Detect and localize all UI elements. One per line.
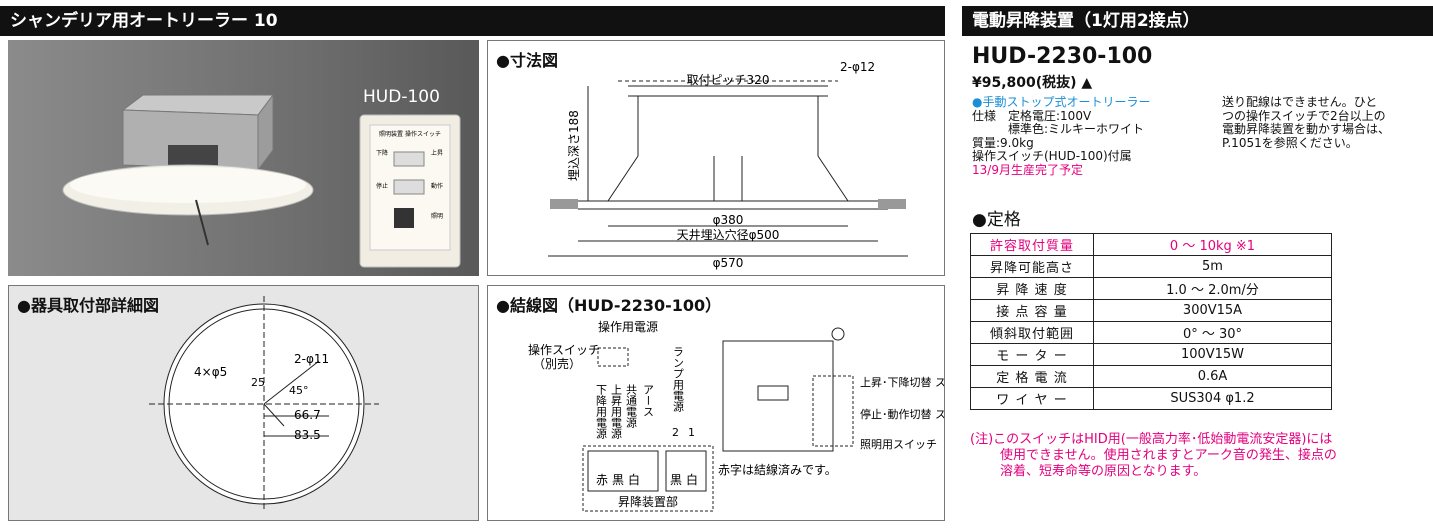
product-model: HUD-2230-100	[972, 44, 1153, 69]
t-black2: 黒	[670, 473, 682, 487]
dim-500: 天井埋込穴径φ500	[677, 227, 780, 242]
spec-line4: 操作スイッチ(HUD-100)付属	[972, 149, 1132, 163]
num-2: 2	[672, 426, 679, 439]
left-header: シャンデリア用オートリーラー 10	[0, 6, 945, 36]
col-earth: アース	[642, 384, 655, 417]
model-label: HUD-100	[363, 87, 440, 107]
product-photo-drawing: 照明装置 操作スイッチ 下降 上昇 停止 動作 照明 HUD-100	[62, 87, 461, 268]
mount-holes4: 4×φ5	[194, 365, 227, 379]
caution-block: (注)このスイッチはHID用(一般高力率･低始動電流安定器)には 使用できません…	[970, 432, 1337, 480]
mount-drawing: 4×φ5 2-φ11 25 45° 66.7 83.5	[149, 296, 379, 511]
t-red: 赤	[596, 473, 608, 487]
ratings-value: SUS304 φ1.2	[1093, 387, 1332, 410]
ratings-key: モ ー タ ー	[970, 343, 1094, 366]
caution-line1: (注)このスイッチはHID用(一般高力率･低始動電流安定器)には	[970, 432, 1333, 447]
num-1: 1	[688, 426, 695, 439]
spec-line3: 質量:9.0kg	[972, 135, 1034, 150]
wiring-note: 赤字は結線済みです。	[718, 462, 837, 477]
ratings-key: 定 格 電 流	[970, 365, 1094, 388]
t-black: 黒	[612, 473, 624, 487]
mount-667: 66.7	[294, 408, 321, 422]
ratings-key: ワ イ ヤ ー	[970, 387, 1094, 410]
dimension-drawing: 取付ピッチ320 2-φ12 埋込深さ188 φ380 天井埋込穴径φ500 φ…	[548, 60, 908, 270]
spec-line1: 仕様 定格電圧:100V	[972, 108, 1092, 123]
sold-sep: （別売）	[533, 356, 581, 371]
wiring-title: ●結線図（HUD-2230-100）	[496, 296, 722, 315]
ratings-key: 昇降可能高さ	[970, 255, 1094, 278]
right-header: 電動昇降装置（1灯用2接点）	[962, 6, 1433, 36]
op-switch: 操作スイッチ	[528, 342, 600, 357]
mount-holes2: 2-φ11	[294, 352, 329, 366]
ratings-value: 100V15W	[1093, 343, 1332, 366]
mount-title: ●器具取付部詳細図	[17, 296, 159, 315]
switch-down: 下降	[376, 149, 388, 157]
ratings-key: 昇 降 速 度	[970, 277, 1094, 300]
dim-570: φ570	[713, 256, 744, 270]
dimension-title: ●寸法図	[496, 51, 558, 70]
t-white2: 白	[686, 472, 698, 487]
t-white: 白	[628, 472, 640, 487]
ratings-title: ●定格	[972, 210, 1021, 230]
note-line3: 電動昇降装置を動かす場合は、	[1222, 122, 1391, 136]
ratings-key: 接 点 容 量	[970, 299, 1094, 322]
note-line1: 送り配線はできません。ひと	[1222, 95, 1378, 109]
ratings-value: 0 ～ 10kg ※1	[1093, 233, 1332, 256]
spec-line2: 標準色:ミルキーホワイト	[972, 122, 1145, 136]
dim-380: φ380	[713, 213, 744, 227]
note-line2: つの操作スイッチで2台以上の	[1222, 108, 1386, 123]
switch-light: 照明	[431, 213, 443, 220]
lamp-power: ランプ用電源	[672, 346, 685, 413]
wiring-drawing: 操作用電源 操作スイッチ （別売） 下降用電源 上昇用電源 共通電源 アース ラ…	[528, 319, 944, 512]
wiring-panel: ●結線図（HUD-2230-100） 操作用電源 操作スイッチ （別売） 下降用…	[487, 285, 945, 521]
switch-move: 動作	[431, 182, 443, 190]
product-note: 送り配線はできません。ひと つの操作スイッチで2台以上の 電動昇降装置を動かす場…	[1222, 95, 1391, 150]
spec-block: ●手動ストップ式オートリーラー 仕様 定格電圧:100V 標準色:ミルキーホワイ…	[972, 95, 1151, 177]
op-power: 操作用電源	[598, 319, 658, 334]
ratings-value: 0° ～ 30°	[1093, 321, 1332, 344]
caution-line2: 使用できません。使用されますとアーク音の発生、接点の	[1000, 448, 1337, 463]
unit-label: 昇降装置部	[618, 494, 678, 509]
ratings-value: 5m	[1093, 255, 1332, 278]
ratings-value: 300V15A	[1093, 299, 1332, 322]
note-line4: P.1051を参照ください。	[1222, 135, 1358, 150]
dim-depth: 埋込深さ188	[567, 110, 581, 181]
sw1-label: 上昇･下降切替 スイッチ	[860, 375, 944, 389]
spec-feature: ●手動ストップ式オートリーラー	[972, 95, 1151, 109]
ratings-value: 0.6A	[1093, 365, 1332, 388]
sw3-label: 照明用スイッチ	[860, 438, 937, 451]
sw2-label: 停止･動作切替 スイッチ	[860, 407, 944, 421]
product-photo: 照明装置 操作スイッチ 下降 上昇 停止 動作 照明 HUD-100	[8, 40, 479, 276]
mount-angle: 45°	[289, 384, 309, 397]
mount-25: 25	[251, 376, 265, 389]
dimension-panel: ●寸法図 取付ピッチ320 2-φ12 埋込深さ188 φ380 天井埋込穴径φ…	[487, 40, 945, 276]
caution-line3: 溶着、短寿命等の原因となります。	[1000, 464, 1207, 479]
switch-title: 照明装置 操作スイッチ	[379, 130, 441, 138]
ratings-key: 傾斜取付範囲	[970, 321, 1094, 344]
ratings-value: 1.0 ～ 2.0m/分	[1093, 277, 1332, 300]
dim-holes: 2-φ12	[840, 60, 875, 74]
col-down: 下降用電源	[595, 384, 608, 440]
switch-up: 上昇	[431, 149, 443, 157]
mount-panel: ●器具取付部詳細図 4×φ5 2-φ11 25 45° 66.7 83.5	[8, 285, 479, 521]
switch-stop: 停止	[376, 182, 388, 190]
dim-pitch: 取付ピッチ320	[687, 73, 770, 87]
ratings-key: 許容取付質量	[970, 233, 1094, 256]
mount-835: 83.5	[294, 428, 321, 442]
product-price: ¥95,800(税抜) ▲	[972, 75, 1093, 91]
col-up: 上昇用電源	[610, 384, 623, 440]
col-common: 共通電源	[625, 384, 638, 429]
spec-line5: 13/9月生産完了予定	[972, 162, 1083, 177]
